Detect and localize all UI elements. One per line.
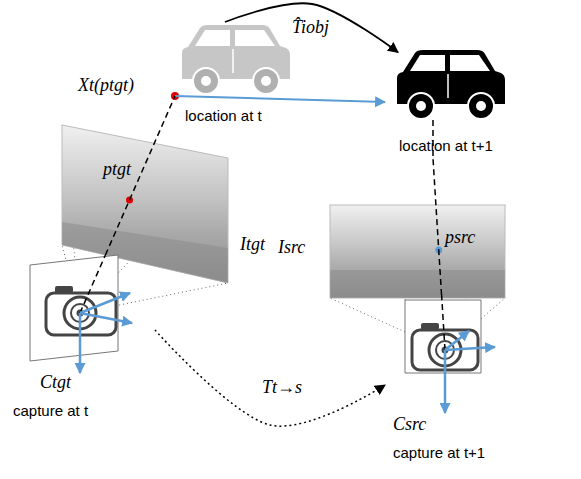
camera-axis — [80, 293, 130, 313]
car-door-line — [447, 74, 449, 98]
car-wheel — [193, 68, 219, 94]
camera-axis — [79, 313, 82, 373]
car-hub — [476, 101, 486, 111]
node-caption: capture at t — [13, 403, 88, 420]
node-label: ptgt — [103, 160, 131, 180]
car-at-t1: location at t+1 — [385, 48, 515, 158]
camera-frame — [405, 300, 481, 373]
point-motion-arrow — [175, 96, 385, 102]
projection-ray — [442, 295, 445, 350]
car-window — [410, 55, 445, 71]
car-hub — [261, 76, 271, 86]
car-window — [195, 30, 230, 46]
camera-button — [421, 323, 439, 330]
node-label: psrc — [445, 228, 475, 248]
point-marker — [126, 197, 133, 204]
source-image-plane: psrcIsrc — [275, 200, 510, 302]
node-label: location at t+1 — [399, 138, 493, 155]
node-label: Ctgt — [40, 373, 71, 393]
projection-ray — [105, 96, 175, 255]
image-plane — [330, 205, 505, 298]
node-caption: Itgt — [240, 235, 265, 255]
projection-ray — [433, 158, 442, 295]
transform-label: T̂iobj — [292, 18, 329, 38]
camera-axis — [445, 347, 495, 350]
node-caption: capture at t+1 — [393, 445, 485, 462]
camera-axis — [80, 313, 132, 323]
car-hub — [416, 101, 426, 111]
point-marker — [435, 247, 442, 254]
point-marker — [171, 92, 179, 100]
car-at-t: location at t — [175, 22, 300, 130]
car-wheel — [253, 68, 279, 94]
source-camera: Csrc capture at t+1 — [385, 295, 535, 475]
transform-label: Tt→s — [262, 378, 302, 398]
node-label: Csrc — [393, 415, 426, 435]
camera-frame — [30, 255, 118, 361]
point-label: Xt(ptgt) — [78, 76, 134, 96]
camera-button — [55, 286, 73, 293]
target-camera: Ctgt capture at t — [10, 255, 155, 430]
car-door-line — [232, 49, 234, 73]
road-surface — [330, 270, 505, 298]
car-window — [235, 30, 275, 46]
camera-axis — [445, 331, 469, 350]
car-hub — [201, 76, 211, 86]
camera-motion-arrow — [155, 330, 385, 426]
node-caption: Isrc — [278, 238, 305, 258]
car-window — [450, 55, 490, 71]
object-motion-arrow — [225, 3, 398, 52]
node-label: location at t — [185, 108, 262, 125]
car-illustration — [397, 50, 505, 119]
car-illustration — [182, 25, 290, 94]
car-wheel — [408, 93, 434, 119]
car-wheel — [468, 93, 494, 119]
node-artwork — [275, 200, 510, 302]
camera-axis — [444, 350, 447, 413]
